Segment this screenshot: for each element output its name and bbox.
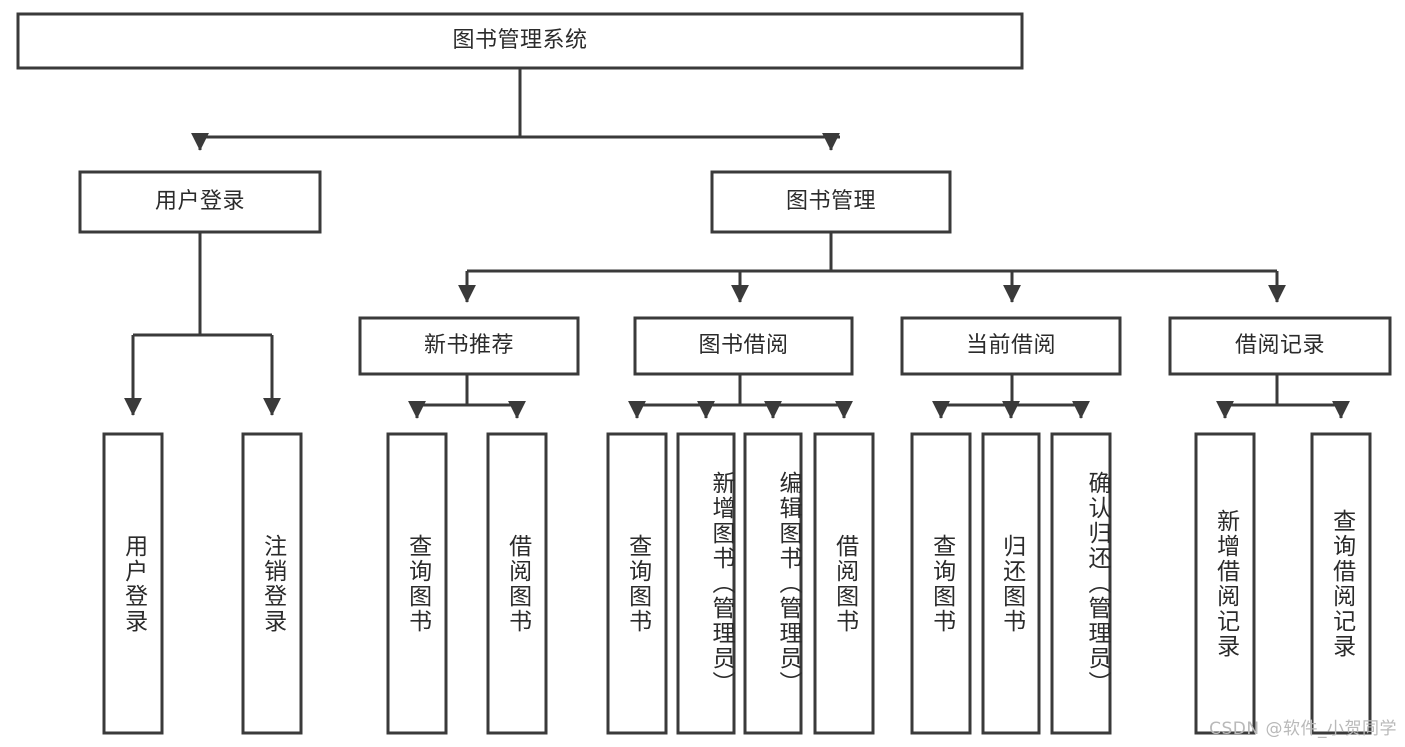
watermark-text: CSDN @软件_小贺同学: [1209, 719, 1397, 739]
box-leaf-new-book-2[interactable]: [486, 432, 548, 735]
box-leaf-user-login-2[interactable]: [241, 432, 303, 735]
box-leaf-book-borrow-2[interactable]: [676, 432, 736, 735]
box-current-borrow[interactable]: [900, 316, 1122, 376]
box-leaf-borrow-record-1[interactable]: [1194, 432, 1256, 735]
connector-group: [124, 68, 1350, 419]
box-leaf-new-book-1[interactable]: [386, 432, 448, 735]
box-leaf-current-borrow-2[interactable]: [981, 432, 1041, 735]
box-book-borrow[interactable]: [633, 316, 854, 376]
box-leaf-borrow-record-2[interactable]: [1310, 432, 1372, 735]
box-book-management[interactable]: [710, 170, 952, 234]
box-borrow-record[interactable]: [1168, 316, 1392, 376]
box-leaf-user-login-1[interactable]: [102, 432, 164, 735]
box-user-login[interactable]: [78, 170, 322, 234]
box-leaf-book-borrow-1[interactable]: [606, 432, 668, 735]
node-box-group: [16, 12, 1392, 735]
box-leaf-book-borrow-4[interactable]: [813, 432, 875, 735]
box-new-book-recommend[interactable]: [358, 316, 580, 376]
box-leaf-current-borrow-1[interactable]: [910, 432, 972, 735]
box-root[interactable]: [16, 12, 1024, 70]
box-leaf-book-borrow-3[interactable]: [743, 432, 803, 735]
box-leaf-current-borrow-3[interactable]: [1050, 432, 1112, 735]
